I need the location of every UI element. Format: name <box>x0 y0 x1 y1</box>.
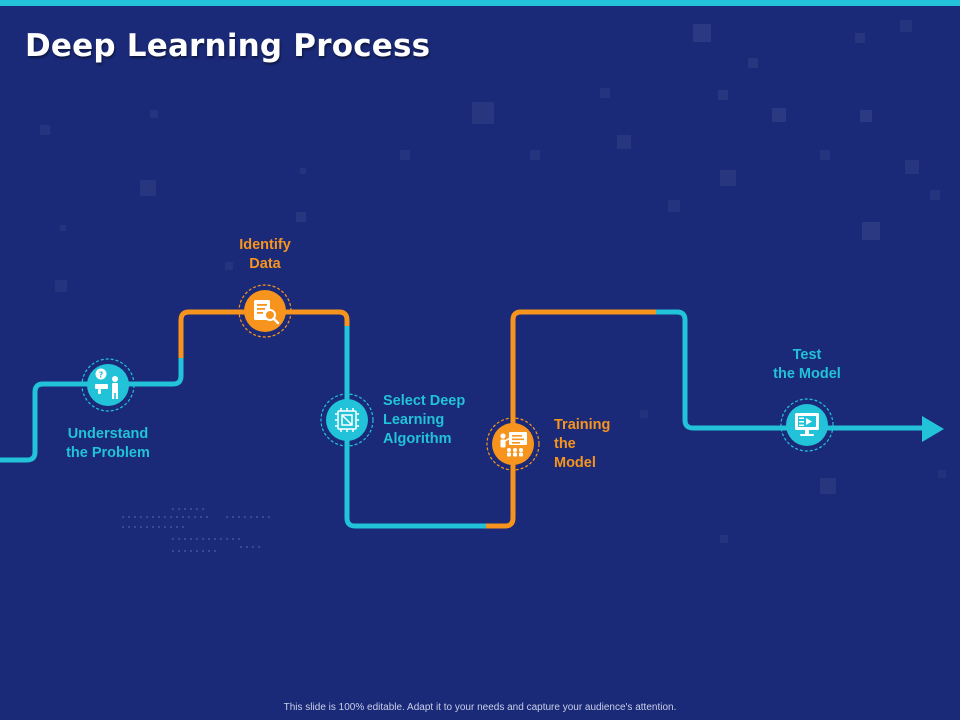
page-title: Deep Learning Process <box>25 28 431 64</box>
arrow-head <box>922 416 944 442</box>
connector-3-4 <box>486 309 660 529</box>
step-label-understand-problem: Understand the Problem <box>66 426 150 461</box>
step-identify-data <box>238 284 292 338</box>
presentation-training-icon <box>500 432 527 457</box>
step-training-model <box>486 417 540 471</box>
footer-note: This slide is 100% editable. Adapt it to… <box>283 702 677 713</box>
connector-2-3 <box>344 326 490 529</box>
circuit-chip-icon <box>335 408 359 432</box>
problem-solving-icon: ? <box>95 368 118 399</box>
data-search-icon <box>254 300 280 325</box>
step-test-model <box>780 398 834 452</box>
step-label-training-model: Training the Model <box>554 417 611 471</box>
svg-text:?: ? <box>99 371 104 380</box>
step-understand-problem: ? <box>81 358 135 412</box>
connector-1-2 <box>110 355 184 387</box>
step-label-test-model: Test the Model <box>773 347 841 382</box>
monitor-test-icon <box>795 413 819 436</box>
step-label-identify-data: Identify Data <box>239 237 291 272</box>
top-accent-bar <box>0 0 960 6</box>
step-select-algorithm <box>320 393 374 447</box>
connector-4-5 <box>656 309 925 431</box>
step-label-select-algorithm: Select Deep Learning Algorithm <box>383 393 466 447</box>
connector-start <box>0 381 110 463</box>
